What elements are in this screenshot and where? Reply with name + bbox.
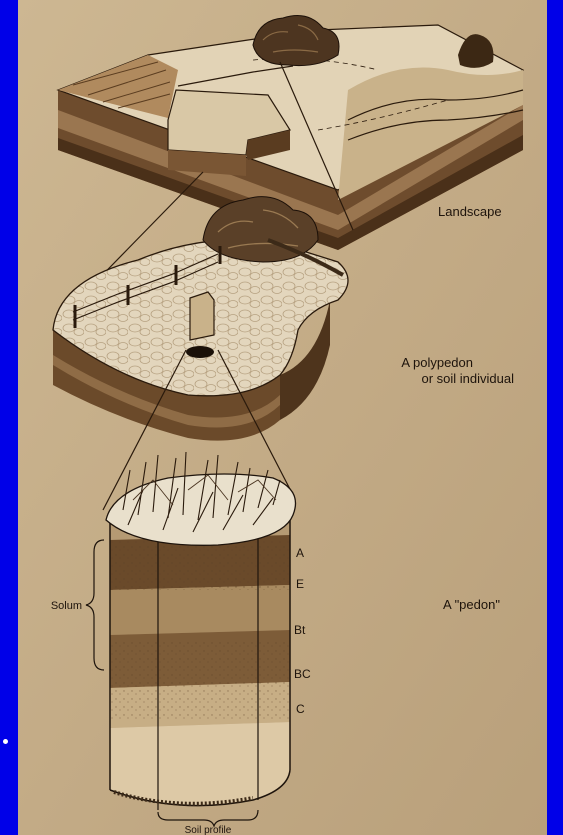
horizon-label-a: A [296, 546, 304, 560]
label-pedon: A "pedon" [443, 597, 500, 612]
bullet-point [3, 739, 8, 744]
label-polypedon-line2: or soil individual [422, 371, 515, 386]
pedon-block [106, 452, 296, 810]
label-solum: Solum [51, 600, 82, 612]
label-landscape: Landscape [438, 204, 502, 219]
soil-concept-figure: Landscape [18, 0, 547, 835]
label-soil-profile: Soil profile [185, 825, 232, 835]
horizon-label-c: C [296, 702, 305, 716]
label-polypedon-line1: A polypedon [401, 355, 473, 370]
horizon-label-e: E [296, 577, 304, 591]
horizon-label-bc: BC [294, 667, 311, 681]
horizon-label-bt: Bt [294, 623, 306, 637]
